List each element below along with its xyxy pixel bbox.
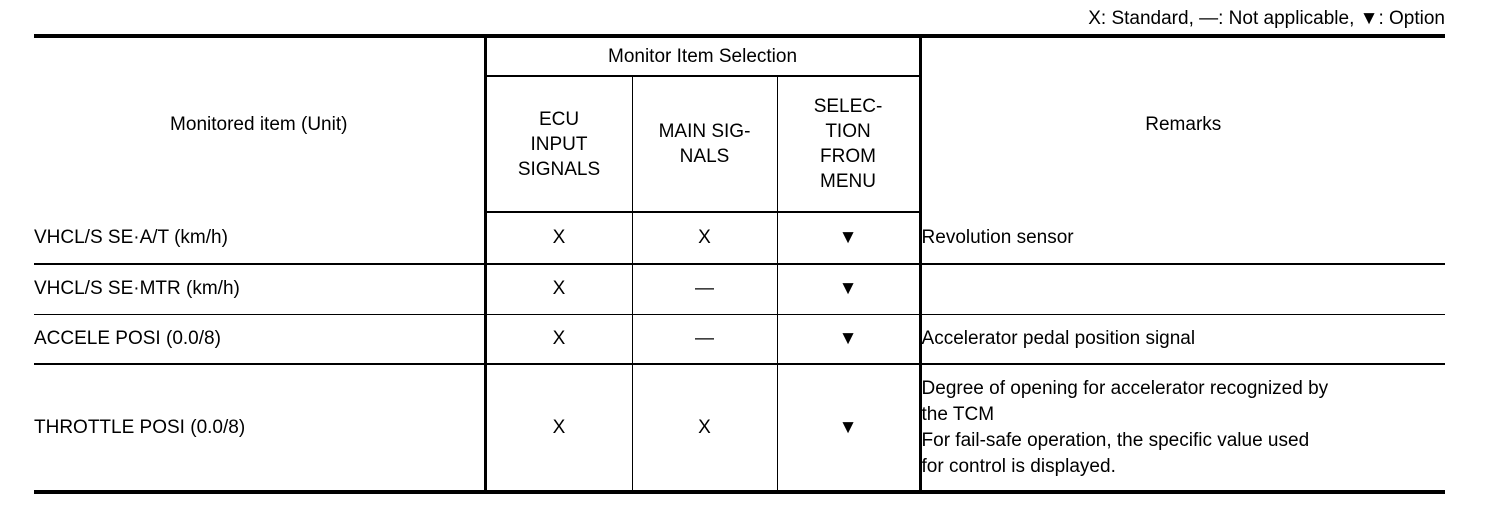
sel-header-line-2: TION: [825, 121, 871, 142]
column-header-remarks: Remarks: [918, 34, 1446, 212]
row-1-main-signals-mark: X: [631, 212, 777, 265]
row-4-item: THROTTLE POSI (0.0/8): [34, 364, 485, 494]
row-4-remarks-line-1: Degree of opening for accelerator recogn…: [921, 377, 1329, 399]
row-1-ecu-input-signals-mark: X: [483, 212, 632, 265]
column-header-ecu-input-signals: ECU INPUT SIGNALS: [483, 76, 632, 213]
row-3-item: ACCELE POSI (0.0/8): [34, 314, 485, 365]
row-4-main-signals-mark: X: [631, 364, 777, 494]
sel-header-line-4: MENU: [820, 171, 876, 192]
ecu-header-line-2: INPUT: [530, 133, 588, 155]
table-row: VHCL/S SE·A/T (km/h) X X ▼ Revolution se…: [34, 212, 1446, 265]
row-4-selection-from-menu-mark: ▼: [776, 364, 921, 494]
row-4-remarks: Degree of opening for accelerator recogn…: [918, 364, 1446, 494]
legend-line: X: Standard, —: Not applicable, ▼: Optio…: [34, 8, 1445, 30]
row-1-item: VHCL/S SE·A/T (km/h): [34, 212, 485, 265]
column-header-monitored-item: Monitored item (Unit): [34, 34, 485, 212]
table-head: Monitored item (Unit) Monitor Item Selec…: [34, 34, 1446, 213]
sel-header-line-3: FROM: [820, 146, 876, 167]
row-2-selection-from-menu-mark: ▼: [776, 264, 921, 315]
table-body: VHCL/S SE·A/T (km/h) X X ▼ Revolution se…: [34, 212, 1446, 494]
row-3-remarks: Accelerator pedal position signal: [918, 314, 1446, 365]
row-1-remarks: Revolution sensor: [918, 212, 1446, 265]
row-4-remarks-line-4: for control is displayed.: [921, 455, 1116, 477]
row-4-remarks-lines: Degree of opening for accelerator recogn…: [922, 376, 1446, 480]
row-2-remarks: [918, 264, 1446, 315]
row-3-ecu-input-signals-mark: X: [483, 314, 632, 365]
table-row: VHCL/S SE·MTR (km/h) X — ▼: [34, 264, 1446, 315]
row-2-ecu-input-signals-mark: X: [483, 264, 632, 315]
sel-header-line-1: SELEC-: [813, 96, 883, 117]
row-3-main-signals-mark: —: [631, 314, 777, 365]
row-4-remarks-line-2: the TCM: [921, 403, 995, 425]
legend-text: X: Standard, —: Not applicable, ▼: Optio…: [1088, 8, 1445, 29]
column-group-header-monitor-item-selection: Monitor Item Selection: [483, 34, 921, 77]
main-header-line-2: NALS: [679, 146, 730, 167]
column-header-main-signals: MAIN SIG- NALS: [631, 76, 777, 213]
header-row-sub: ECU INPUT SIGNALS MAIN SIG- NALS SELEC- …: [34, 76, 1445, 213]
monitor-item-table: Monitored item (Unit) Monitor Item Selec…: [34, 34, 1446, 494]
row-4-remarks-line-3: For fail-safe operation, the specific va…: [921, 429, 1310, 451]
row-2-main-signals-mark: —: [631, 264, 777, 315]
spec-table-container: Monitored item (Unit) Monitor Item Selec…: [34, 34, 1446, 494]
row-2-item: VHCL/S SE·MTR (km/h): [34, 264, 485, 315]
row-1-selection-from-menu-mark: ▼: [776, 212, 921, 265]
table-row: THROTTLE POSI (0.0/8) X X ▼ Degree of op…: [34, 364, 1446, 494]
row-3-selection-from-menu-mark: ▼: [776, 314, 921, 365]
row-4-ecu-input-signals-mark: X: [483, 364, 632, 494]
main-header-line-1: MAIN SIG-: [658, 121, 751, 142]
ecu-header-line-1: ECU: [538, 108, 580, 130]
table-row: ACCELE POSI (0.0/8) X — ▼ Accelerator pe…: [34, 314, 1446, 365]
ecu-header-line-3: SIGNALS: [517, 158, 601, 180]
header-row-group: Monitored item (Unit) Monitor Item Selec…: [34, 34, 1446, 212]
column-header-selection-from-menu: SELEC- TION FROM MENU: [776, 76, 921, 213]
